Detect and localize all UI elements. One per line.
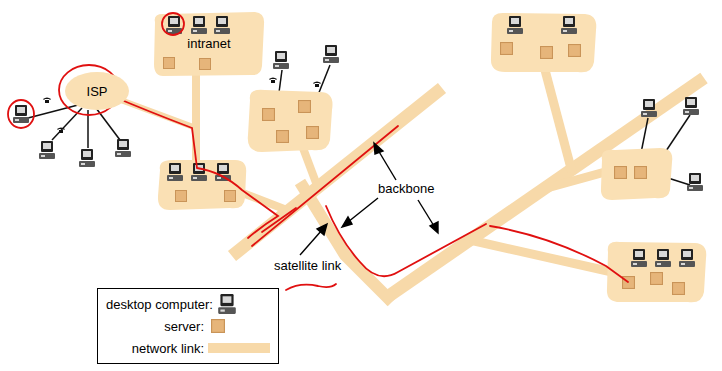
drawing-use xyxy=(651,273,663,285)
region-label: ISP xyxy=(65,84,129,99)
drawing-polygon xyxy=(342,217,352,227)
legend-row: network link: xyxy=(106,337,270,359)
drawing-path xyxy=(286,284,336,290)
drawing-ellipse xyxy=(8,100,34,128)
drawing-use xyxy=(215,163,231,181)
region-label: intranet xyxy=(153,36,265,51)
drawing-line xyxy=(300,230,322,255)
legend-text: network link: xyxy=(132,341,204,356)
legend-row: server: xyxy=(106,315,270,337)
drawing-use xyxy=(39,141,55,159)
drawing-use xyxy=(635,167,647,179)
drawing-path xyxy=(262,208,296,232)
drawing-use xyxy=(679,249,695,267)
legend-box: desktop computer: server: network link: xyxy=(97,288,279,364)
isp-cloud: ISP xyxy=(65,72,129,110)
drawing-use xyxy=(212,320,225,333)
drawing-path xyxy=(547,172,605,188)
drawing-use xyxy=(115,139,131,157)
drawing-path xyxy=(668,178,690,185)
drawing-path xyxy=(318,65,330,95)
drawing-use xyxy=(323,45,339,63)
drawing-path xyxy=(491,13,596,72)
drawing-ellipse xyxy=(162,13,184,35)
drawing-use xyxy=(631,249,647,267)
link-label: backbone xyxy=(376,181,436,196)
drawing-svg xyxy=(208,342,270,354)
drawing-path xyxy=(192,72,200,165)
drawing-use xyxy=(43,98,51,104)
drawing-use xyxy=(263,109,275,121)
drawing-path xyxy=(112,96,278,238)
drawing-use xyxy=(176,191,187,202)
drawing-use xyxy=(218,294,236,314)
drawing-path xyxy=(326,206,486,276)
drawing-ellipse xyxy=(65,72,129,110)
drawing-g xyxy=(28,65,690,185)
drawing-path xyxy=(248,90,333,152)
drawing-path xyxy=(158,160,246,210)
drawing-svg xyxy=(217,293,237,315)
drawing-g xyxy=(300,143,438,255)
drawing-use xyxy=(13,105,29,123)
drawing-use xyxy=(164,58,175,69)
legend-sample xyxy=(208,319,270,333)
drawing-use xyxy=(641,99,657,117)
drawing-path xyxy=(545,70,572,172)
drawing-use xyxy=(541,47,553,59)
drawing-line xyxy=(418,200,434,226)
drawing-path xyxy=(154,12,264,76)
drawing-use xyxy=(655,249,671,267)
drawing-use xyxy=(569,45,581,57)
link-label: satellite link xyxy=(272,258,343,273)
drawing-use xyxy=(273,51,289,69)
drawing-g xyxy=(13,16,703,267)
drawing-use xyxy=(200,59,211,70)
drawing-use xyxy=(507,16,523,34)
drawing-use xyxy=(57,128,65,134)
intranet-region: intranet xyxy=(153,12,265,76)
drawing-rect xyxy=(208,343,270,353)
drawing-use xyxy=(501,43,513,55)
drawing-use xyxy=(277,131,289,143)
drawing-line xyxy=(378,150,396,180)
drawing-path xyxy=(601,148,672,200)
drawing-polygon xyxy=(317,224,327,235)
drawing-use xyxy=(673,283,685,295)
drawing-polygon xyxy=(430,222,438,233)
drawing-use xyxy=(313,82,321,88)
drawing-use xyxy=(683,97,699,115)
drawing-svg xyxy=(208,319,228,333)
drawing-path xyxy=(300,182,392,302)
drawing-line xyxy=(348,198,378,222)
drawing-use xyxy=(225,191,236,202)
drawing-path xyxy=(470,240,612,272)
drawing-use xyxy=(191,16,207,34)
drawing-g xyxy=(176,43,685,295)
drawing-use xyxy=(687,173,703,191)
legend-sample xyxy=(208,342,270,354)
drawing-use xyxy=(615,167,627,179)
drawing-use xyxy=(561,16,577,34)
drawing-use xyxy=(166,16,182,34)
legend-text: desktop computer: xyxy=(106,297,213,312)
drawing-g xyxy=(8,65,628,290)
legend-text: server: xyxy=(164,319,204,334)
drawing-path xyxy=(252,126,398,246)
drawing-polygon xyxy=(374,143,383,154)
drawing-use xyxy=(79,149,95,167)
drawing-use xyxy=(269,78,277,84)
drawing-path xyxy=(607,242,706,303)
drawing-path xyxy=(490,226,628,282)
drawing-use xyxy=(167,163,183,181)
drawing-use xyxy=(214,16,230,34)
legend-sample xyxy=(217,293,270,315)
drawing-use xyxy=(307,127,319,139)
drawing-path xyxy=(28,105,78,118)
drawing-use xyxy=(299,101,311,113)
drawing-use xyxy=(191,163,207,181)
legend-row: desktop computer: xyxy=(106,293,270,315)
